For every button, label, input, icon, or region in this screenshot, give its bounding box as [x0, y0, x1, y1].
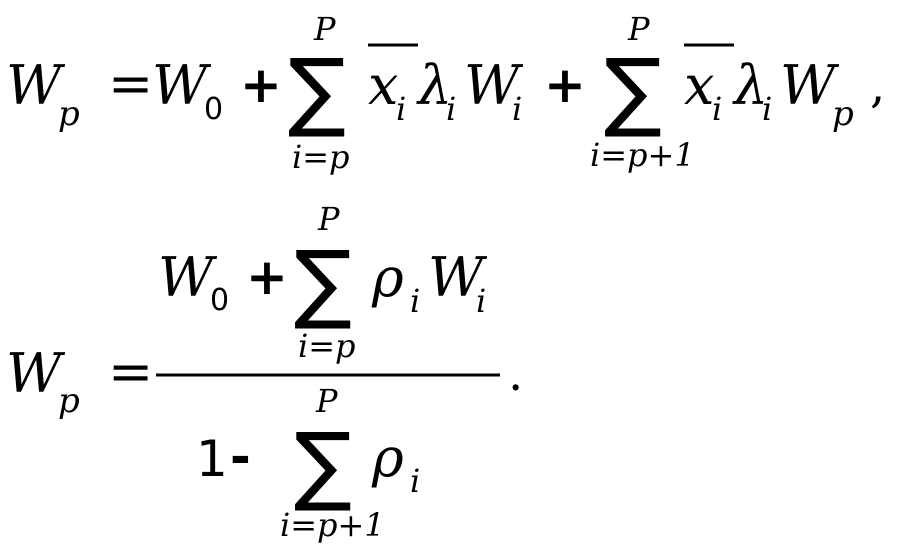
eq1-term-2-w-sub: p [832, 94, 854, 134]
eq1-sum-1: P ∑ i=p [288, 10, 350, 176]
eq2-den-one: 1 [196, 430, 228, 488]
eq1-term-1-x-sub: i [396, 90, 406, 128]
eq1-w0-sub: 0 [204, 92, 223, 127]
eq1-plus-1: + [240, 56, 282, 114]
eq2-den-minus: - [230, 428, 251, 486]
eq1-sum-2-lower: i=p+1 [590, 136, 695, 174]
eq1-w0-var: W [152, 54, 212, 117]
eq2-den-rho-sub: i [410, 462, 420, 500]
eq1-term-1: x i λ i W i [368, 43, 524, 128]
eq1-term-2: x i λ i W p [684, 43, 854, 134]
eq2-denominator: 1 - P ∑ i=p+1 ρ i [196, 382, 420, 544]
eq2-num-sum: P ∑ i=p [294, 200, 356, 365]
eq1-term-2-w: W [780, 54, 840, 117]
eq2-num-w0-var: W [158, 246, 218, 309]
eq2-num-w: W [428, 246, 488, 309]
eq1-term-1-x: x [368, 54, 398, 117]
eq2-den-sum: P ∑ i=p+1 [280, 382, 385, 544]
eq2-numerator: W 0 + P ∑ i=p ρ i W i [158, 200, 488, 365]
eq1-lhs-var: W [6, 54, 66, 117]
eq2-lhs-sub: p [58, 381, 80, 421]
eq1-term-2-lambda-sub: i [762, 90, 772, 128]
eq2-num-plus: + [246, 248, 288, 306]
eq2-den-rho: ρ [371, 426, 404, 489]
eq2-num-rho: ρ [371, 246, 404, 309]
equation-2: W p = W 0 + P ∑ i=p ρ i W i 1 - P [6, 200, 523, 544]
eq1-lhs-sub: p [58, 94, 80, 134]
eq2-num-w-sub: i [476, 282, 486, 320]
eq1-sum-2-symbol: ∑ [604, 41, 662, 141]
eq2-num-sum-lower: i=p [298, 327, 356, 365]
eq2-den-sum-upper: P [315, 382, 338, 420]
eq1-term-2-x-sub: i [712, 90, 722, 128]
eq1-plus-2: + [544, 56, 586, 114]
eq1-sum-2: P ∑ i=p+1 [590, 10, 695, 174]
eq1-term-1-lambda: λ [416, 54, 452, 117]
eq1-term-1-lambda-sub: i [446, 90, 456, 128]
eq1-term-2-lambda: λ [732, 54, 768, 117]
eq1-term-1-w-sub: i [512, 90, 522, 128]
eq1-sum-1-symbol: ∑ [288, 41, 346, 141]
eq2-period: . [508, 346, 523, 402]
eq1-equals: = [108, 52, 153, 115]
eq2-equals: = [108, 340, 153, 403]
eq1-sum-1-upper: P [313, 10, 336, 48]
eq2-num-sum-upper: P [317, 200, 340, 238]
eq2-num-rho-sub: i [410, 282, 420, 320]
eq1-term-1-w: W [464, 54, 524, 117]
eq2-num-sum-symbol: ∑ [294, 233, 352, 333]
eq2-den-sum-lower: i=p+1 [280, 506, 385, 544]
eq1-sum-2-upper: P [627, 10, 650, 48]
eq2-lhs-var: W [6, 342, 66, 405]
eq2-num-w0-sub: 0 [210, 283, 229, 318]
equation-1: W p = W 0 + P ∑ i=p x i λ i W i + P [6, 10, 885, 176]
eq1-comma: , [870, 58, 885, 114]
eq1-sum-1-lower: i=p [292, 138, 350, 176]
eq2-den-sum-symbol: ∑ [294, 415, 352, 515]
eq1-term-2-x: x [684, 54, 714, 117]
